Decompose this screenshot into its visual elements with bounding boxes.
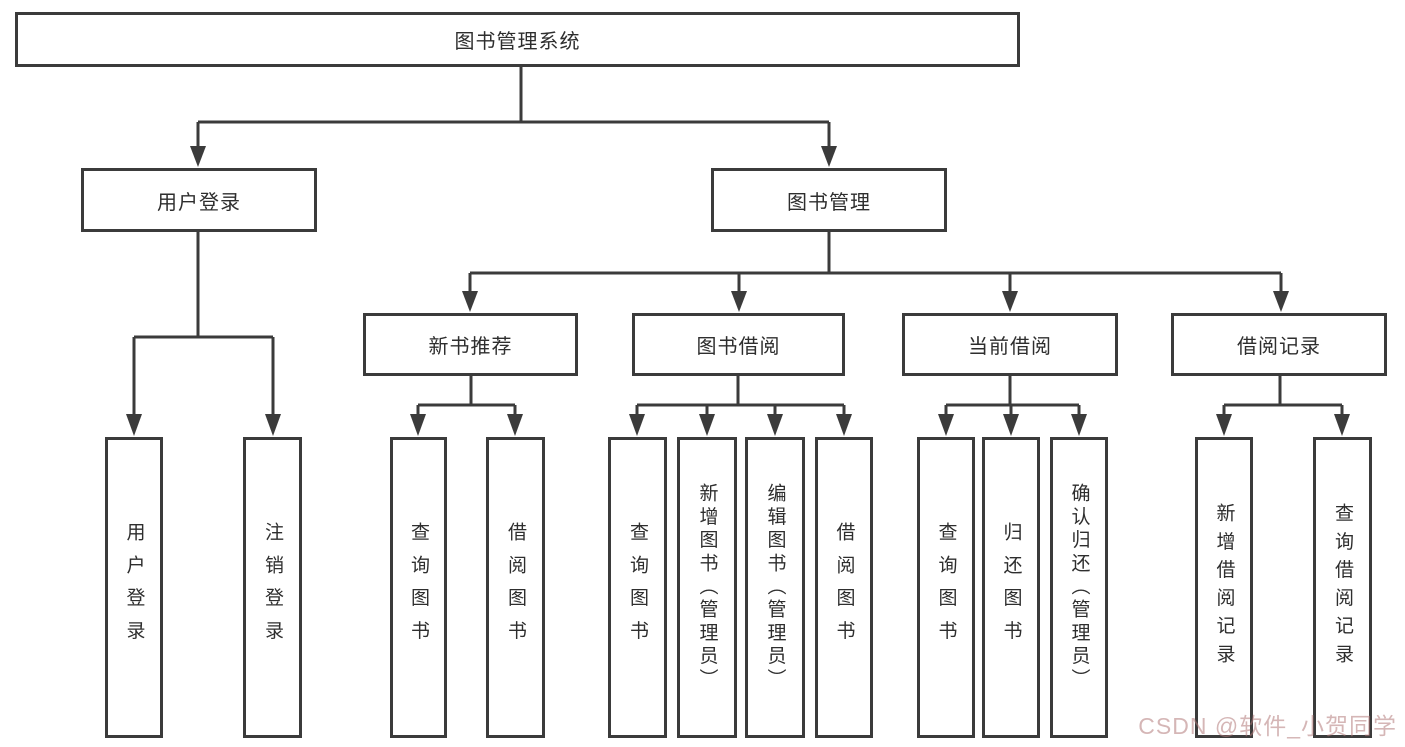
leaf-return-books: 归还图书: [982, 437, 1040, 738]
leaf-label: 注销登录: [262, 522, 283, 653]
node-label: 用户登录: [157, 191, 241, 214]
leaf-query-books: 查询图书: [608, 437, 667, 738]
leaf-label: 归还图书: [1000, 522, 1022, 653]
node-label: 图书管理系统: [454, 31, 581, 53]
node-label: 图书借阅: [696, 336, 781, 358]
node-label: 新书推荐: [428, 336, 513, 358]
leaf-confirm-return-admin: 确认归还（管理员）: [1050, 437, 1108, 738]
leaf-add-books-admin: 新增图书（管理员）: [677, 437, 737, 738]
leaf-label: 编辑图书（管理员）: [764, 483, 786, 692]
leaf-label: 确认归还（管理员）: [1068, 483, 1090, 692]
leaf-label: 借阅图书: [833, 522, 855, 653]
leaf-label: 用户登录: [123, 522, 145, 653]
leaf-add-borrow-record: 新增借阅记录: [1195, 437, 1253, 738]
leaf-borrow-books: 借阅图书: [815, 437, 873, 738]
leaf-label: 新增图书（管理员）: [696, 483, 718, 692]
leaf-label: 新增借阅记录: [1213, 503, 1235, 672]
node-label: 图书管理: [787, 191, 871, 214]
node-label: 借阅记录: [1237, 336, 1321, 358]
node-user-login: 用户登录: [81, 168, 317, 232]
node-current-borrow: 当前借阅: [902, 313, 1118, 376]
node-borrow-record: 借阅记录: [1171, 313, 1387, 376]
leaf-query-borrow-record: 查询借阅记录: [1313, 437, 1372, 738]
leaf-logout: 注销登录: [243, 437, 302, 738]
node-library-management-system: 图书管理系统: [15, 12, 1020, 67]
node-book-borrow: 图书借阅: [632, 313, 845, 376]
csdn-watermark: CSDN @软件_小贺同学: [1138, 713, 1397, 739]
node-label: 当前借阅: [968, 336, 1052, 358]
node-new-book-recommend: 新书推荐: [363, 313, 578, 376]
leaf-borrow-books-recommend: 借阅图书: [486, 437, 545, 738]
leaf-edit-books-admin: 编辑图书（管理员）: [745, 437, 805, 738]
leaf-label: 借阅图书: [505, 522, 526, 653]
leaf-label: 查询图书: [408, 522, 429, 653]
leaf-query-books-recommend: 查询图书: [390, 437, 447, 738]
leaf-user-login: 用户登录: [105, 437, 163, 738]
leaf-query-books-current: 查询图书: [917, 437, 975, 738]
leaf-label: 查询借阅记录: [1332, 503, 1353, 672]
leaf-label: 查询图书: [627, 522, 648, 653]
leaf-label: 查询图书: [935, 522, 957, 653]
node-book-management: 图书管理: [711, 168, 947, 232]
